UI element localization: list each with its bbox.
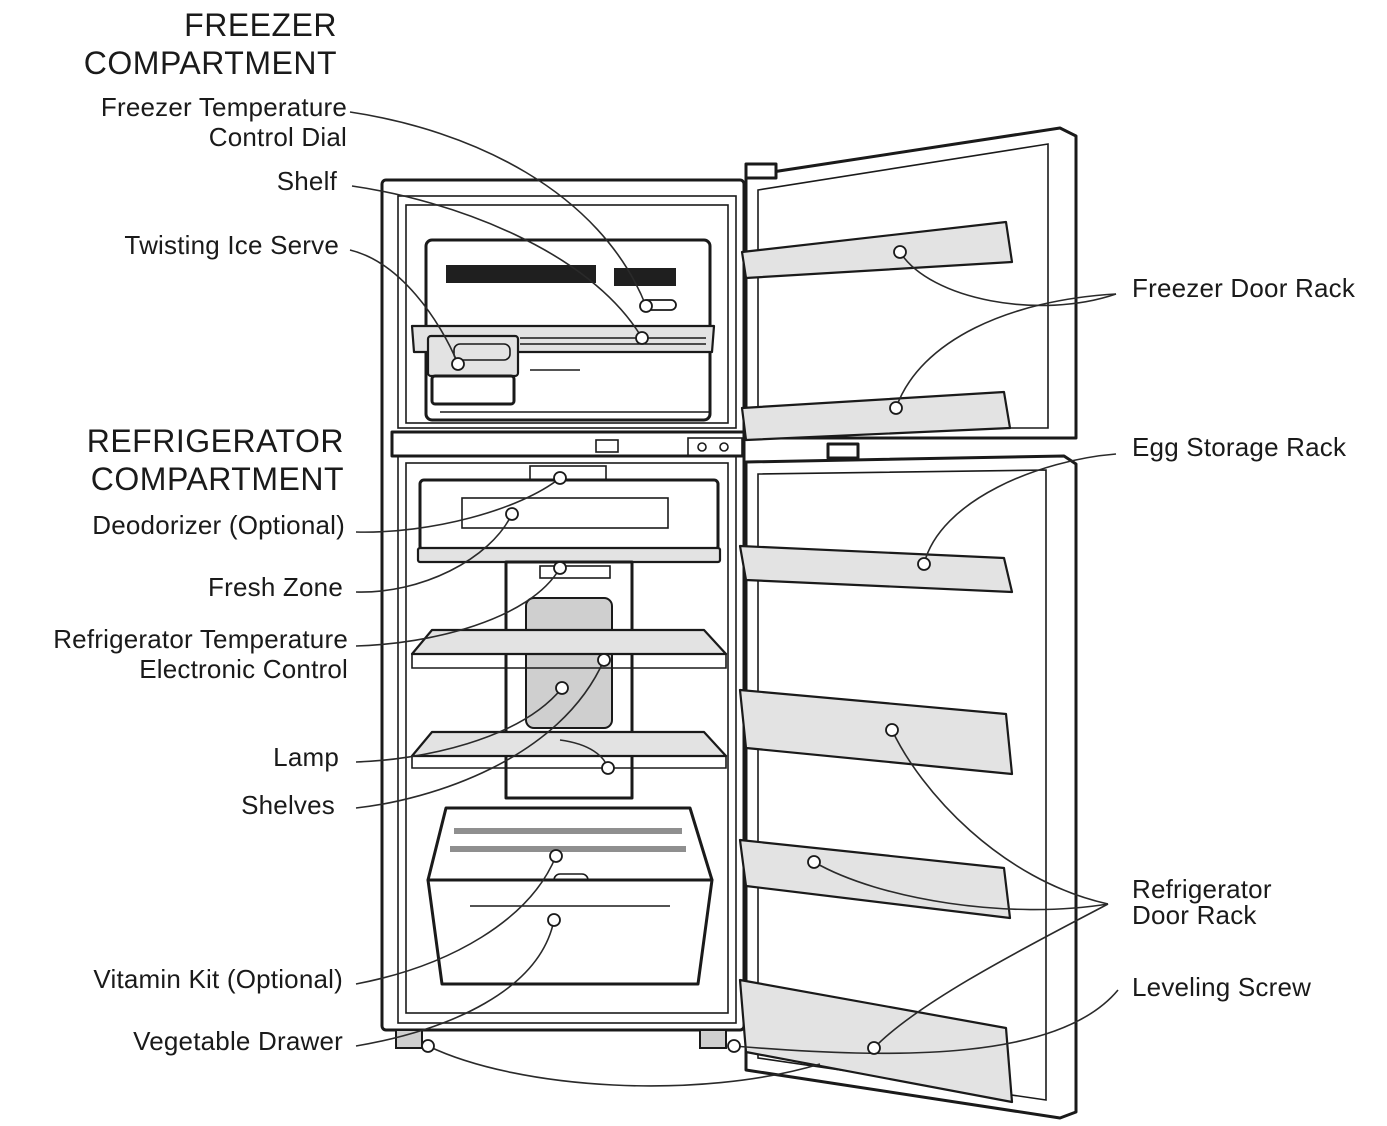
vitamin-kit-lid — [426, 806, 714, 882]
fresh-zone-drawer — [418, 478, 720, 552]
label-fresh-zone: Fresh Zone — [208, 572, 343, 602]
freezer-compartment-heading: FREEZER COMPARTMENT — [84, 6, 337, 82]
twisting-ice-serve — [426, 334, 520, 378]
leader-fridge-temperature-control — [355, 567, 561, 647]
label-twisting-ice-serve: Twisting Ice Serve — [124, 230, 339, 260]
refrigerator-heading-line1: REFRIGERATOR — [86, 423, 344, 459]
freezer-heading-line2: COMPARTMENT — [83, 45, 337, 81]
leveling-foot-right — [699, 1029, 727, 1049]
refrigerator-compartment-heading: REFRIGERATOR COMPARTMENT — [87, 422, 344, 498]
label-deodorizer: Deodorizer (Optional) — [92, 510, 345, 540]
freezer-door — [744, 126, 1078, 440]
freezer-door-rack-lower — [740, 390, 1012, 442]
label-fridge-temperature-control-line1: Refrigerator Temperature — [53, 624, 348, 654]
freezer-interior — [410, 238, 716, 422]
label-fridge-temperature-control: Refrigerator Temperature Electronic Cont… — [53, 624, 348, 684]
freezer-temperature-dial-housing — [614, 268, 676, 286]
leader-shelf — [351, 185, 643, 339]
label-refrigerator-door-rack-line2: Door Rack — [1132, 900, 1257, 930]
label-lamp: Lamp — [273, 742, 339, 772]
leader-lines — [349, 111, 1119, 1087]
refrigerator-door — [744, 454, 1078, 1120]
leader-leveling-screw-a — [733, 989, 1119, 1055]
leader-vitamin-kit — [355, 855, 557, 985]
leader-freezer-door-rack-a — [899, 251, 1117, 307]
label-fridge-temperature-control-line2: Electronic Control — [139, 654, 348, 684]
shelf-upper — [410, 628, 728, 656]
leader-shelves-a — [355, 659, 605, 809]
egg-storage-rack — [738, 544, 1014, 594]
leader-refrigerator-door-rack-c — [873, 903, 1109, 1049]
leader-leveling-screw-b — [427, 1045, 821, 1087]
vegetable-drawer — [426, 878, 714, 986]
freezer-heading-line1: FREEZER — [184, 7, 337, 43]
refrigerator-interior — [410, 465, 728, 986]
label-freezer-temperature-dial: Freezer Temperature Control Dial — [101, 92, 347, 152]
refrigerator-heading-line2: COMPARTMENT — [90, 461, 344, 497]
label-leveling-screw: Leveling Screw — [1132, 972, 1312, 1002]
leader-refrigerator-door-rack-b — [813, 861, 1109, 911]
label-vitamin-kit: Vitamin Kit (Optional) — [93, 964, 343, 994]
label-freezer-temperature-dial-line1: Freezer Temperature — [100, 92, 347, 122]
leader-deodorizer — [355, 477, 561, 533]
leader-refrigerator-door-rack-a — [891, 729, 1109, 905]
label-refrigerator-door-rack-line1: Refrigerator — [1132, 874, 1272, 904]
label-shelf: Shelf — [276, 166, 337, 196]
leveling-foot-left — [395, 1029, 423, 1049]
leader-freezer-door-rack-b — [895, 293, 1117, 409]
callout-points — [421, 245, 931, 1055]
label-refrigerator-door-rack: Refrigerator Door Rack — [1132, 876, 1272, 928]
door — [738, 126, 1078, 1120]
refrigerator-door-rack-2 — [738, 838, 1012, 920]
label-shelves: Shelves — [241, 790, 335, 820]
leader-twisting-ice-serve — [349, 249, 459, 365]
leader-fresh-zone — [355, 513, 513, 593]
refrigerator-door-rack-1 — [738, 688, 1014, 776]
freezer-door-rack-upper — [740, 220, 1014, 280]
leader-freezer-temperature-dial — [349, 111, 647, 307]
label-vegetable-drawer: Vegetable Drawer — [133, 1026, 343, 1056]
shelf-lower — [410, 730, 728, 758]
label-egg-storage-rack: Egg Storage Rack — [1132, 432, 1347, 462]
leader-egg-storage-rack — [923, 453, 1117, 565]
divider-control-panel — [687, 437, 743, 457]
label-freezer-temperature-dial-line2: Control Dial — [208, 122, 347, 152]
divider-switch — [595, 439, 619, 453]
leader-vegetable-drawer — [355, 919, 555, 1047]
label-freezer-door-rack: Freezer Door Rack — [1132, 273, 1356, 303]
leader-lamp — [355, 687, 563, 763]
